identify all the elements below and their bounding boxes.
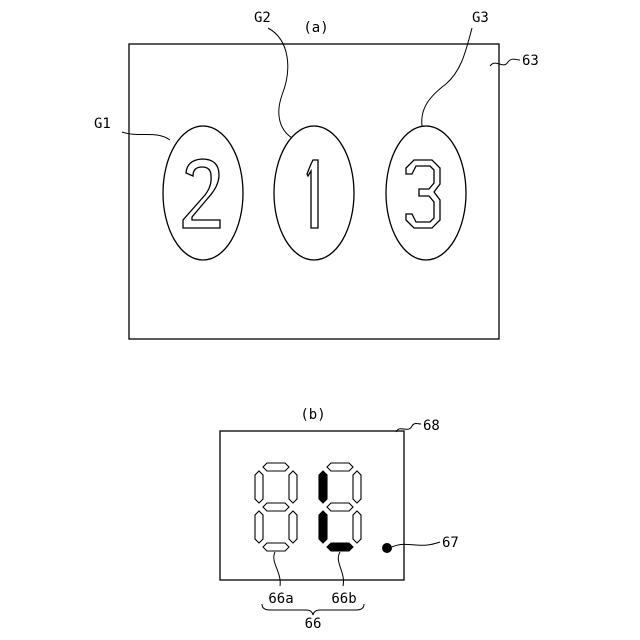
g3-leader <box>422 28 472 126</box>
segment-66a-g <box>263 503 289 511</box>
digit-66b-leader <box>338 552 343 586</box>
segment-66b-a <box>327 463 353 471</box>
figure-a: (a) 63 G1 G2 G3 <box>94 10 539 339</box>
panel-label-63: 63 <box>522 53 539 69</box>
figure-a-caption: (a) <box>303 20 328 36</box>
panel-63-leader <box>490 59 520 66</box>
segment-66b-e <box>319 511 327 543</box>
reel-display-panel <box>129 44 499 339</box>
segment-66a-d <box>263 543 289 551</box>
segment-66b-c <box>353 511 361 543</box>
segment-66b-g <box>327 503 353 511</box>
segment-66b-d <box>327 543 353 551</box>
figure-b: (b) 68 67 <box>220 407 459 632</box>
segment-66a-b <box>289 471 297 503</box>
segment-66a-c <box>289 511 297 543</box>
reel-digit-3 <box>406 160 440 228</box>
reel-window-g1 <box>163 126 243 260</box>
reel-digit-2 <box>183 159 220 228</box>
reel-label-g2: G2 <box>254 10 271 26</box>
segment-66b-b <box>353 471 361 503</box>
reel-window-g3 <box>386 126 466 260</box>
segment-66a-f <box>255 471 263 503</box>
reel-label-g3: G3 <box>472 10 489 26</box>
seven-segment-digit-66b <box>319 463 361 551</box>
led-67-leader <box>392 542 440 547</box>
digit-66a-leader <box>274 552 280 586</box>
seven-segment-digit-66a <box>255 463 297 551</box>
figure-b-caption: (b) <box>300 407 325 423</box>
segment-66b-f <box>319 471 327 503</box>
reel-digit-1 <box>307 160 318 228</box>
segment-66a-a <box>263 463 289 471</box>
segment-display-panel <box>220 431 404 580</box>
reel-window-g2 <box>274 126 354 260</box>
digit-label-66a: 66a <box>268 591 293 607</box>
segment-66a-e <box>255 511 263 543</box>
digit-label-66b: 66b <box>331 591 356 607</box>
reel-label-g1: G1 <box>94 116 111 132</box>
indicator-led-67 <box>382 543 392 553</box>
led-label-67: 67 <box>442 535 459 551</box>
panel-label-68: 68 <box>423 418 440 434</box>
group-label-66: 66 <box>305 616 322 632</box>
